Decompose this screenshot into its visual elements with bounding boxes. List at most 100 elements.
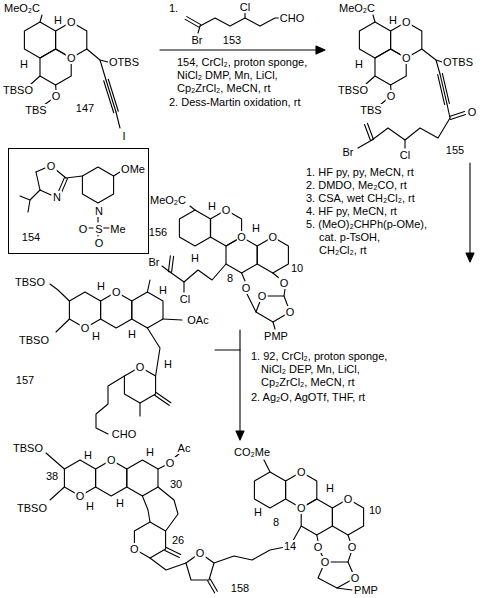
atom-label: O <box>78 223 89 235</box>
bond-line <box>284 289 285 296</box>
atom-label: H <box>354 58 364 70</box>
bond-line <box>36 168 45 172</box>
atom-label: Me <box>109 223 126 235</box>
atom-label: CO₂Me <box>233 446 271 458</box>
bond-line <box>422 49 442 62</box>
ring-outline <box>179 210 210 246</box>
atom-label: 30 <box>169 478 183 490</box>
atom-label: O <box>75 490 86 502</box>
atom-label: O <box>195 547 206 559</box>
atom-label: TBSO <box>14 276 46 288</box>
atom-label: O <box>347 541 358 553</box>
reaction-arrow <box>469 163 470 253</box>
atom-label: 153 <box>222 34 242 46</box>
atom-label: Br <box>148 256 161 268</box>
atom-label: OTBS <box>108 56 140 68</box>
atom-label: H <box>163 358 173 370</box>
bond-line <box>50 284 69 301</box>
bond-line <box>451 115 466 120</box>
atom-label: O <box>285 306 296 318</box>
atom-label: H <box>53 14 63 26</box>
ring-outline <box>132 292 163 328</box>
bond-line <box>210 579 217 591</box>
ring-outline <box>254 472 285 508</box>
atom-label: Cl <box>239 1 251 13</box>
bond-line <box>163 319 182 320</box>
bond-line <box>147 328 160 376</box>
reagent-text: 1. 92, CrCl₂, proton sponge, <box>250 350 388 362</box>
atom-label: O <box>320 556 331 568</box>
reagent-text: 154, CrCl₂, proton sponge, <box>176 56 308 68</box>
atom-label: MeO₂C <box>3 2 41 14</box>
atom-label: 154 <box>21 231 41 243</box>
bond-line <box>147 280 150 292</box>
atom-label: N <box>52 191 62 203</box>
atom-label: O <box>129 543 140 555</box>
reagent-text: NiCl₂ DMP, Mn, LiCl, <box>176 69 279 81</box>
bond-line <box>28 200 30 212</box>
bond-line <box>116 112 120 128</box>
bond-line <box>96 376 124 434</box>
bond-line <box>365 125 371 141</box>
bond-line <box>372 118 450 140</box>
bond-line <box>348 553 351 562</box>
bond-line <box>87 49 108 62</box>
atom-label: 38 <box>45 470 59 482</box>
bond-line <box>247 294 256 312</box>
reagent-text: 2. Dess-Martin oxidation, rt <box>168 96 301 108</box>
bond-line <box>436 60 440 74</box>
bond-line <box>165 550 179 557</box>
atom-label: MeO₂C <box>338 2 376 14</box>
atom-label: O <box>296 502 307 514</box>
reaction-arrow <box>160 49 316 50</box>
bond-line <box>59 177 65 191</box>
reagent-text: 2. Ag₂O, AgOTf, THF, rt <box>250 391 366 403</box>
reagent-text: 1. <box>168 2 179 14</box>
atom-label: O <box>401 16 412 28</box>
reagent-text: NiCl₂ DEP, Mn, LiCl, <box>260 363 361 375</box>
ring-outline <box>82 167 113 203</box>
atom-label: O <box>135 361 146 373</box>
bond-line <box>104 81 114 113</box>
atom-label: 158 <box>230 582 250 594</box>
bond-line <box>273 322 275 329</box>
reagent-text: 5. (MeO)₂CHPh(p-OMe), <box>305 218 428 230</box>
atom-label: S <box>94 223 103 235</box>
bond-line <box>185 19 199 27</box>
bond-line <box>373 15 375 22</box>
atom-label: TBSO <box>337 84 369 96</box>
atom-label: O <box>236 231 247 243</box>
atom-label: CHO <box>279 12 305 24</box>
atom-label: TBS <box>24 104 47 116</box>
bond-line <box>158 487 178 531</box>
bond-line <box>50 487 64 500</box>
bond-line <box>200 18 281 26</box>
bond-line <box>208 581 215 593</box>
atom-label: H <box>253 506 263 518</box>
atom-label: TBSO <box>2 84 34 96</box>
reagent-text: 2. DMDO, Me₂CO, rt <box>305 179 408 191</box>
atom-label: H <box>83 449 93 461</box>
atom-label: O <box>313 541 324 553</box>
atom-label: O <box>94 237 105 249</box>
reagent-box: ONOMeNSOOMe154 <box>8 148 149 254</box>
atom-label: 8 <box>272 516 280 528</box>
bond-line <box>172 256 174 272</box>
bond-line <box>168 256 170 272</box>
atom-label: H <box>251 222 261 234</box>
bond-line <box>150 558 186 570</box>
atom-label: TBSO <box>12 442 44 454</box>
ring-outline <box>359 22 390 58</box>
atom-label: O <box>111 286 122 298</box>
bond-line <box>337 588 352 590</box>
bond-line <box>244 13 245 18</box>
atom-label: O <box>165 457 176 469</box>
atom-label: TBSO <box>18 334 50 346</box>
atom-label: 14 <box>283 540 297 552</box>
atom-label: O <box>386 90 397 102</box>
bond-line <box>46 453 64 469</box>
atom-label: H <box>91 330 101 342</box>
atom-label: H <box>190 252 200 264</box>
reagent-text: CH₂Cl₂, rt <box>318 244 368 256</box>
